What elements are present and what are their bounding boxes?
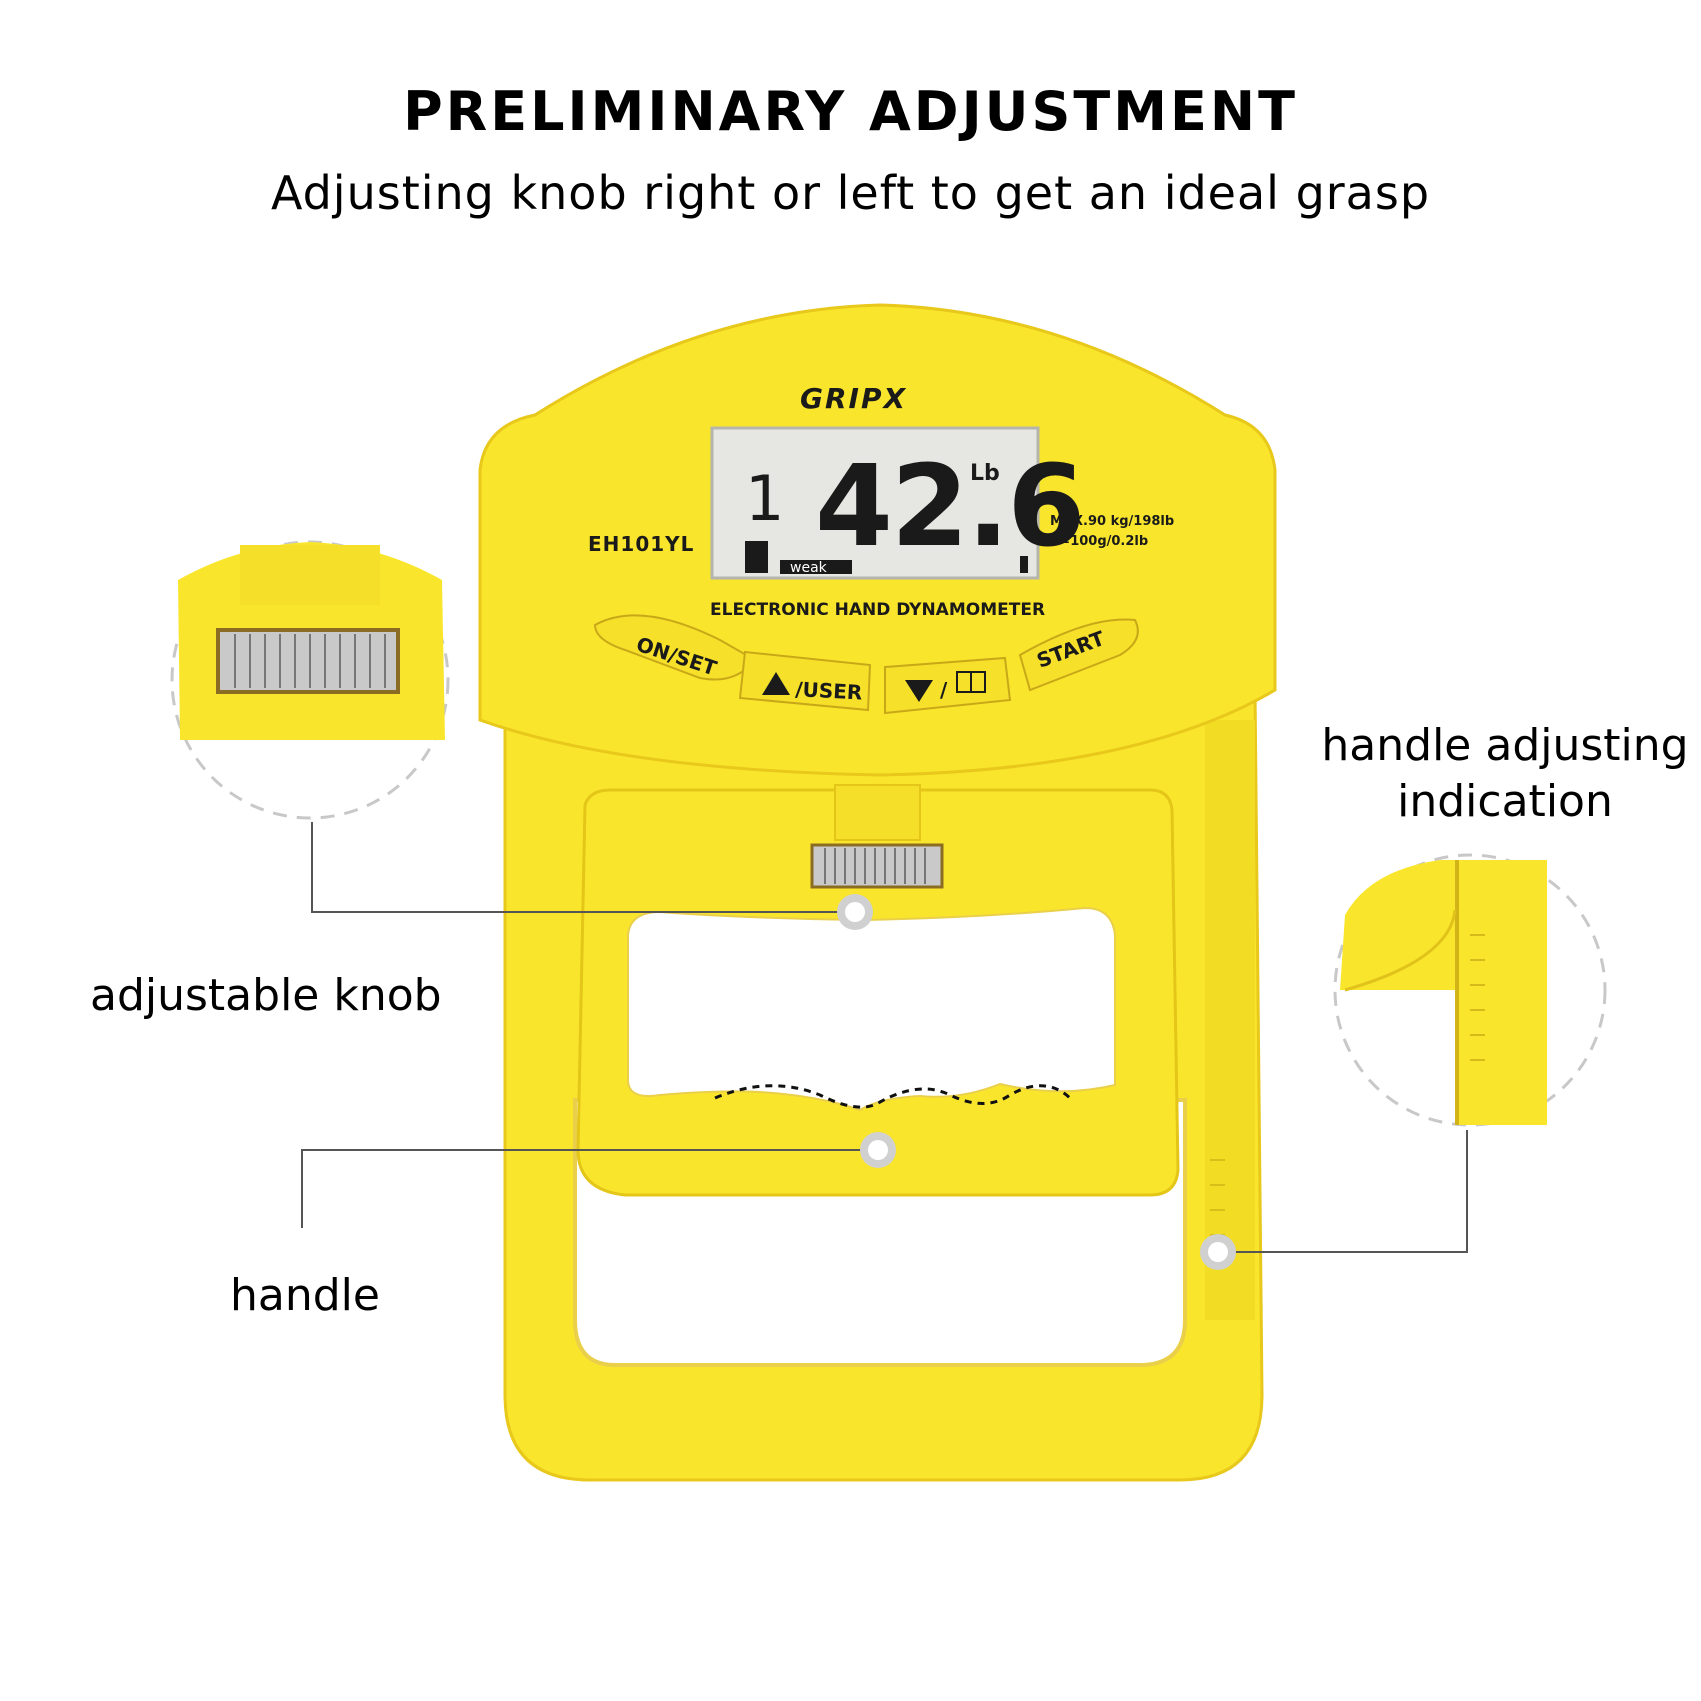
battery-icon [1020,556,1028,573]
up-arrow-icon [762,672,790,695]
lcd-unit: Lb [970,461,1000,486]
callout-lines [301,822,1468,1253]
callout-adjustable-knob: adjustable knob [90,970,442,1021]
lcd-display: 1 42.6 Lb weak [710,426,1085,580]
indicator-zoom-inset [1333,853,1607,1127]
lcd-strength-label: weak [790,560,828,576]
callout-handle-adjusting: handle adjusting indication [1310,718,1700,830]
brand-logo: GRIPX [800,382,907,415]
callout-handle-adjusting-line1: handle adjusting [1321,720,1689,771]
knob-zoom-inset [170,540,450,820]
button-row [593,614,1139,715]
callout-handle-adjusting-line2: indication [1397,776,1613,827]
down-arrow-icon [905,680,933,702]
spec-division: d=100g/0.2lb [1050,534,1148,549]
lcd-reading: 42.6 [815,442,1083,572]
callout-handle: handle [230,1270,380,1321]
device-body [478,303,1277,1482]
user-button-label[interactable]: /USER [795,677,863,704]
device-name: ELECTRONIC HAND DYNAMOMETER [710,600,1045,620]
page-subtitle: Adjusting knob right or left to get an i… [270,166,1431,220]
page-title: PRELIMINARY ADJUSTMENT [403,80,1298,143]
callout-anchors [837,894,1236,1270]
svg-text:/: / [940,678,948,702]
knob-roller [810,843,944,889]
person-icon [745,541,768,573]
spec-max: MAX.90 kg/198lb [1050,514,1174,529]
model-label: EH101YL [588,532,694,556]
lcd-user-number: 1 [745,462,784,535]
